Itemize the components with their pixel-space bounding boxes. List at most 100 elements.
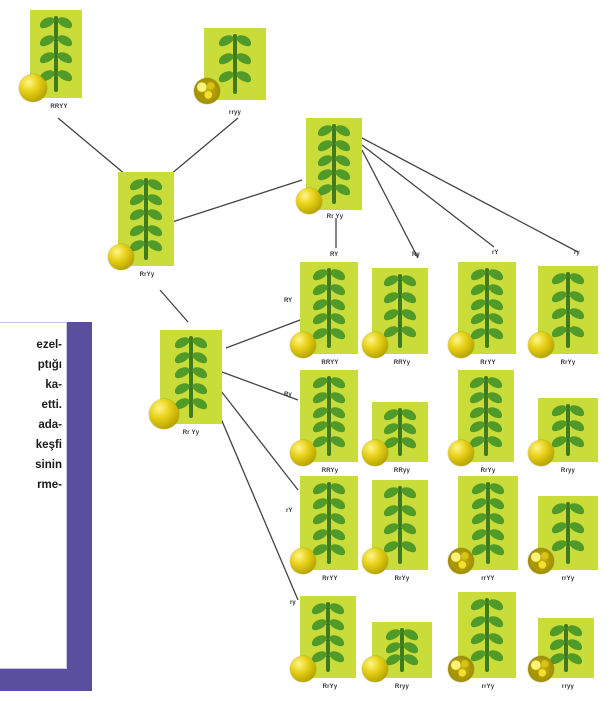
round-pea-icon [290, 655, 317, 682]
wrinkled-pea-icon [448, 547, 475, 574]
round-pea-icon [448, 439, 475, 466]
connector-line [163, 117, 239, 181]
connector-line [361, 149, 419, 259]
punnett-genotype-label: rrYy [561, 576, 575, 582]
panel-line: rme- [37, 479, 62, 491]
round-pea-icon [362, 655, 389, 682]
round-pea-icon [362, 331, 389, 358]
plant-stem [189, 336, 193, 418]
round-pea-icon [290, 331, 317, 358]
top-cross-label: Rr Yy [326, 214, 344, 220]
punnett-plant [290, 476, 358, 574]
plant-stem [400, 628, 404, 672]
plant-stem [327, 268, 331, 348]
wrinkled-pea-icon [194, 77, 221, 104]
connector-line [221, 371, 299, 401]
punnett-genotype-label: rrYY [481, 576, 495, 582]
punnett-genotype-label: rryy [561, 684, 575, 690]
plant-stem [398, 274, 402, 348]
plant-stem [144, 178, 148, 260]
plant-stem [54, 16, 58, 92]
connector-line [361, 144, 495, 248]
round-pea-icon [528, 331, 555, 358]
punnett-genotype-label: RrYy [560, 360, 576, 366]
connector-line [171, 179, 303, 223]
round-pea-icon [296, 187, 323, 214]
punnett-plant [362, 480, 428, 574]
parent-plant-right [194, 28, 266, 104]
panel-line: ka- [45, 379, 62, 391]
plant-stem [484, 376, 488, 456]
top-gamete-label: ry [574, 250, 580, 256]
side-gamete-label: Ry [284, 392, 292, 398]
text-panel: ezel- ptığı ka- etti. ada- keşfi sinin r… [0, 322, 92, 691]
round-pea-icon [108, 243, 135, 270]
punnett-plant [362, 402, 428, 466]
plant-stem [398, 408, 402, 456]
connector-line [225, 319, 301, 349]
connector-line [213, 381, 299, 491]
round-pea-icon [19, 74, 48, 103]
plant-stem [486, 482, 490, 564]
punnett-plant [362, 268, 428, 358]
text-panel-inner: ezel- ptığı ka- etti. ada- keşfi sinin r… [0, 322, 67, 669]
plant-stem [564, 624, 568, 672]
top-gamete-label: rY [492, 250, 499, 256]
plant-stem [327, 482, 331, 564]
plant-stem [332, 124, 336, 204]
punnett-plant [528, 398, 598, 466]
bottom-cross-label: Rr Yy [182, 430, 200, 436]
parent-left-label: RRYY [50, 104, 68, 110]
punnett-genotype-label: RrYY [480, 360, 496, 366]
punnett-plant [528, 266, 598, 358]
round-pea-icon [448, 331, 475, 358]
panel-line: ada- [38, 419, 62, 431]
round-pea-icon [148, 398, 179, 429]
punnett-genotype-label: RRyy [393, 468, 411, 474]
panel-line: ptığı [37, 359, 62, 371]
plant-stem [326, 602, 330, 672]
plant-stem [566, 502, 570, 564]
top-gamete-label: RY [330, 252, 339, 258]
punnett-genotype-label: RRYy [321, 468, 339, 474]
plant-stem [398, 486, 402, 564]
connector-line [57, 117, 133, 181]
side-gamete-label: RY [284, 298, 293, 304]
punnett-genotype-label: RrYy [394, 576, 410, 582]
panel-line: etti. [41, 399, 62, 411]
plant-stem [233, 34, 237, 94]
punnett-plant [448, 262, 516, 358]
bottom-cross-plant [148, 330, 222, 429]
punnett-plant [448, 370, 514, 466]
top-cross-plant [296, 118, 362, 214]
punnett-genotype-label: RrYy [480, 468, 496, 474]
panel-line: ezel- [36, 339, 62, 351]
connector-line [207, 387, 299, 601]
punnett-genotype-label: rrYy [481, 684, 495, 690]
round-pea-icon [290, 547, 317, 574]
punnett-plant [528, 496, 598, 574]
plant-stem [485, 268, 489, 348]
parent-right-label: rryy [228, 110, 242, 116]
plant-stem [485, 598, 489, 672]
side-gamete-label: rY [286, 508, 293, 514]
parent-plant-left [19, 10, 82, 103]
punnett-plant [448, 592, 516, 682]
wrinkled-pea-icon [528, 655, 555, 682]
punnett-plant [362, 622, 432, 682]
f1-plant [108, 172, 174, 270]
round-pea-icon [290, 439, 317, 466]
plant-stem [327, 376, 331, 456]
panel-text: ezel- ptığı ka- etti. ada- keşfi sinin r… [0, 335, 62, 495]
f1-label: RrYy [139, 272, 155, 278]
side-gamete-label: ry [290, 600, 296, 606]
round-pea-icon [362, 547, 389, 574]
punnett-genotype-label: RRYY [321, 360, 339, 366]
punnett-plant [448, 476, 518, 574]
punnett-genotype-label: Rryy [560, 468, 576, 474]
connector-line [159, 289, 189, 323]
punnett-genotype-label: RrYy [322, 684, 338, 690]
punnett-genotype-label: RrYY [322, 576, 338, 582]
